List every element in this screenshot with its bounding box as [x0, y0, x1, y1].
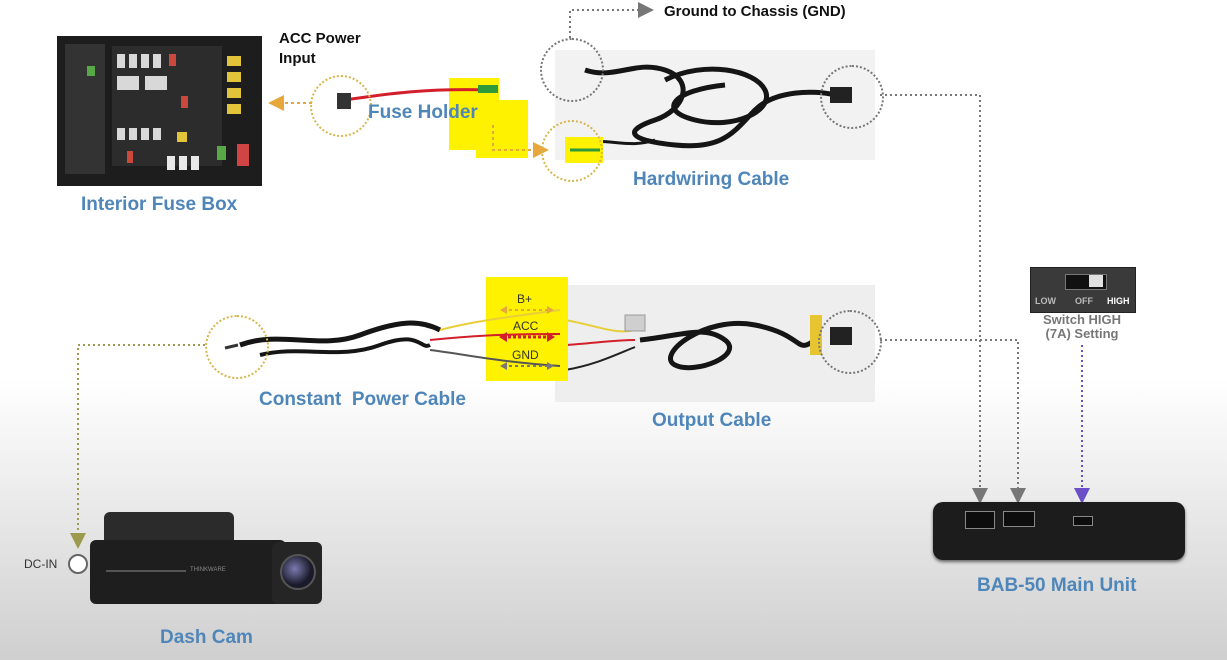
fuse-to-hardwiring-arrow [492, 125, 549, 158]
b-plus-label: B+ [517, 292, 533, 306]
switch-off-label: OFF [1075, 296, 1093, 306]
fuse-holder-label: Fuse Holder [368, 102, 478, 123]
dash-cam-label: Dash Cam [160, 627, 253, 648]
dash-cam-device: THINKWARE [90, 510, 322, 608]
ground-label: Ground to Chassis (GND) [664, 3, 846, 20]
hardwiring-fuse-ring [541, 120, 603, 182]
constant-power-ring [205, 315, 269, 379]
main-unit-device [933, 502, 1185, 560]
constant-power-cable-label: Constant Power Cable [259, 389, 466, 410]
output-connector-ring [818, 310, 882, 374]
highlight-fuse-holder-lower [476, 100, 528, 158]
fuse-holder-green-end [478, 85, 498, 93]
switch-panel: LOW OFF HIGH [1030, 267, 1136, 313]
hardwiring-cable-label: Hardwiring Cable [633, 169, 790, 190]
acc-label: ACC [513, 319, 539, 333]
interior-fuse-box-photo [57, 36, 262, 186]
switch-knob [1089, 275, 1103, 287]
dash-cam-lens [280, 554, 316, 590]
power-to-dashcam-arrow [70, 344, 205, 549]
main-unit-output-port [1003, 511, 1035, 527]
constant-power-cable-wire [239, 320, 442, 348]
dash-cam-brand: THINKWARE [190, 567, 226, 573]
acc-power-label: ACC Power Input [279, 30, 361, 67]
switch-caption: Switch HIGH (7A) Setting [1042, 312, 1121, 341]
ground-arrow [569, 2, 654, 38]
acc-fuse-ring [310, 75, 372, 137]
main-unit-power-port [965, 511, 995, 529]
dash-cam-stripe [106, 570, 186, 572]
main-unit-label: BAB-50 Main Unit [977, 575, 1137, 596]
output-to-main-arrow [880, 339, 1026, 504]
interior-fuse-box-label: Interior Fuse Box [81, 194, 238, 215]
main-unit-switch [1073, 516, 1093, 526]
dash-cam-body [90, 540, 286, 604]
output-cable-label: Output Cable [652, 410, 772, 431]
dc-in-label: DC-IN [24, 557, 58, 571]
switch-low-label: LOW [1035, 296, 1056, 306]
gnd-label: GND [512, 348, 539, 362]
fuse-box-illustration [57, 36, 262, 186]
dc-in-port-icon [68, 554, 88, 574]
switch-high-label: HIGH [1107, 296, 1130, 306]
ground-ring [540, 38, 604, 102]
hardwiring-connector-ring [820, 65, 884, 129]
hardwiring-to-main-arrow [880, 94, 988, 504]
output-cable-photo [555, 285, 875, 402]
